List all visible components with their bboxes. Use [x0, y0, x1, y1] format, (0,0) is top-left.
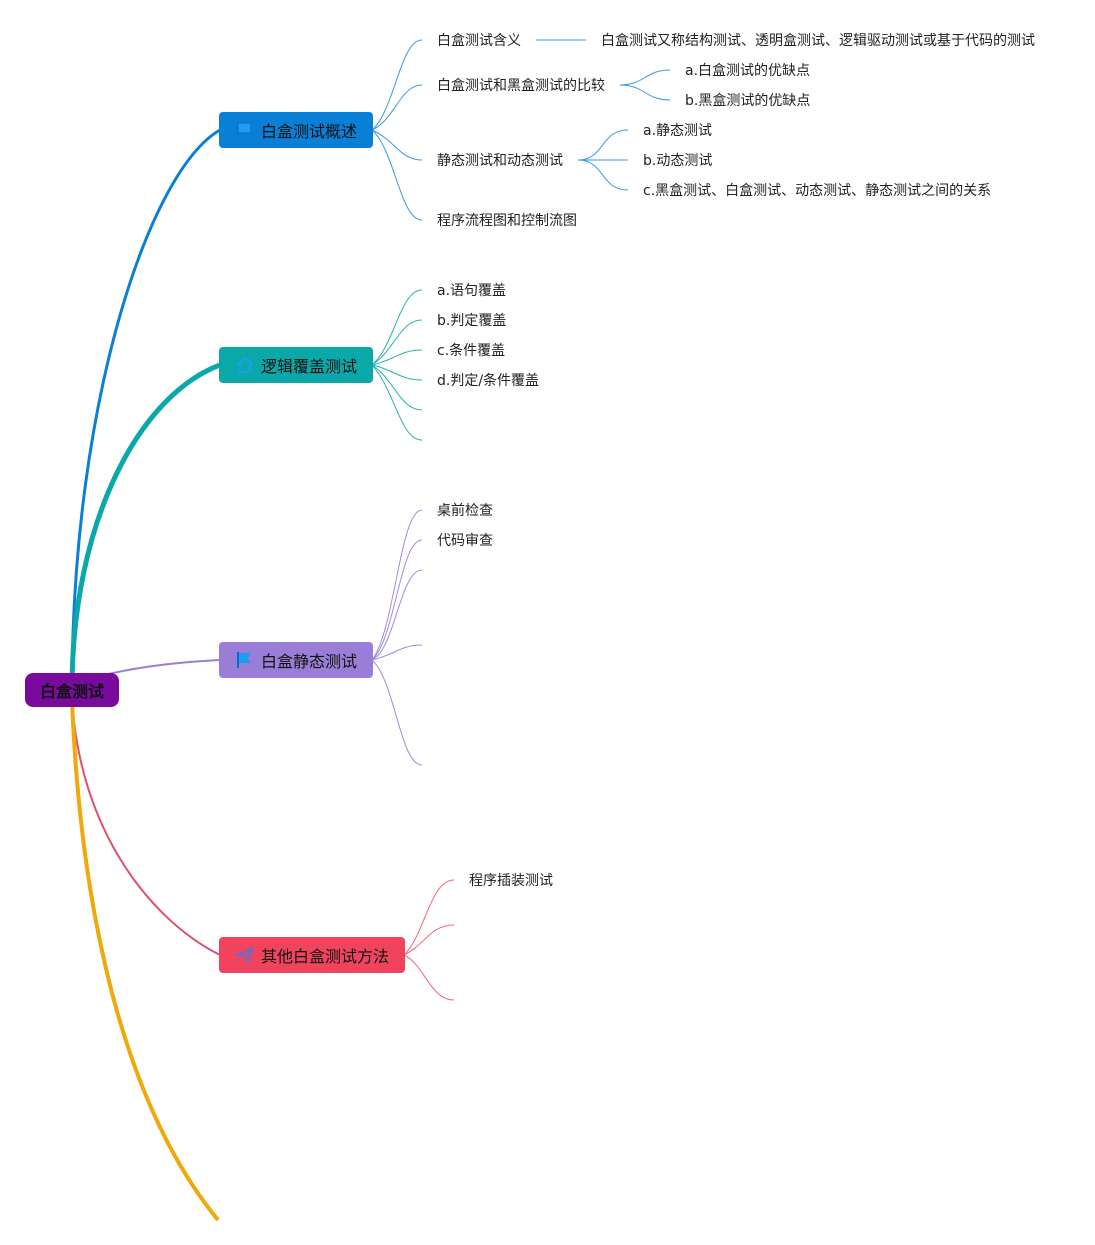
node-test-relations[interactable]: c.黑盒测试、白盒测试、动态测试、静态测试之间的关系 — [643, 183, 992, 199]
node-instrumentation-test[interactable]: 程序插装测试 — [469, 873, 553, 889]
node-condition-coverage[interactable]: c.条件覆盖 — [437, 343, 506, 359]
node-static-dynamic[interactable]: 静态测试和动态测试 — [437, 153, 563, 169]
node-decision-coverage[interactable]: b.判定覆盖 — [437, 313, 507, 329]
static-edges — [371, 509, 423, 766]
node-white-black-compare[interactable]: 白盒测试和黑盒测试的比较 — [437, 78, 605, 94]
edge-root-extra — [70, 699, 220, 1222]
node-decision-condition-coverage[interactable]: d.判定/条件覆盖 — [437, 373, 540, 389]
node-static-test[interactable]: a.静态测试 — [643, 123, 713, 139]
other-edges — [403, 879, 455, 1001]
logic-edges — [371, 289, 423, 441]
branch-other-label: 其他白盒测试方法 — [261, 947, 390, 966]
node-statement-coverage[interactable]: a.语句覆盖 — [437, 283, 507, 299]
node-white-pros-cons[interactable]: a.白盒测试的优缺点 — [685, 63, 811, 79]
node-dynamic-test[interactable]: b.动态测试 — [643, 153, 713, 169]
house-icon — [235, 355, 255, 375]
node-whitebox-meaning[interactable]: 白盒测试含义 — [437, 33, 521, 49]
branch-overview-label: 白盒测试概述 — [261, 122, 358, 141]
edge-root-overview — [70, 128, 221, 691]
branch-logic[interactable]: 逻辑覆盖测试 — [219, 347, 373, 383]
branch-logic-label: 逻辑覆盖测试 — [261, 357, 358, 376]
branch-static[interactable]: 白盒静态测试 — [219, 642, 373, 678]
root-node[interactable]: 白盒测试 — [25, 673, 119, 707]
plane-icon — [235, 945, 255, 965]
flag-icon — [235, 120, 255, 140]
node-flowchart[interactable]: 程序流程图和控制流图 — [437, 213, 577, 229]
branch-other[interactable]: 其他白盒测试方法 — [219, 937, 405, 973]
edge-root-logic — [69, 362, 221, 691]
node-desk-check[interactable]: 桌前检查 — [437, 503, 493, 519]
node-whitebox-meaning-detail[interactable]: 白盒测试又称结构测试、透明盒测试、逻辑驱动测试或基于代码的测试 — [601, 33, 1035, 49]
edge-root-static — [99, 659, 221, 677]
flag-icon — [235, 650, 255, 670]
node-black-pros-cons[interactable]: b.黑盒测试的优缺点 — [685, 93, 811, 109]
branch-static-label: 白盒静态测试 — [261, 652, 358, 671]
overview-edges — [371, 39, 671, 221]
node-code-review[interactable]: 代码审查 — [437, 533, 493, 549]
edge-root-other — [71, 699, 221, 956]
branch-overview[interactable]: 白盒测试概述 — [219, 112, 373, 148]
